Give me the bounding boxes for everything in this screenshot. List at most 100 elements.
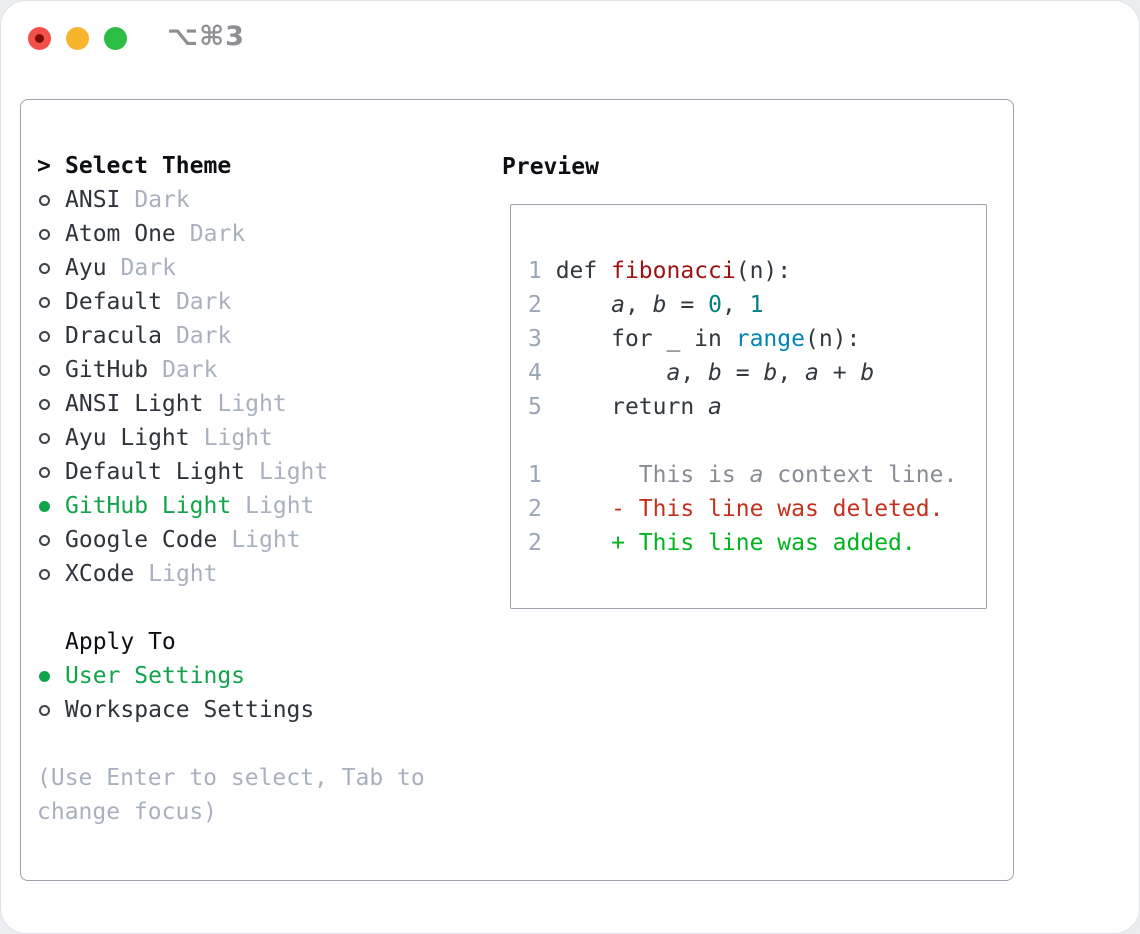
code-line: 1 This is a context line.	[528, 458, 957, 492]
theme-name: GitHub	[65, 357, 149, 383]
unsaved-dot-icon	[35, 34, 44, 43]
theme-name: Ayu	[65, 255, 107, 281]
code-token: for _ in	[541, 326, 736, 352]
code-token: (n):	[735, 258, 792, 284]
code-token: =	[666, 292, 709, 318]
theme-name: Dracula	[65, 323, 162, 349]
code-line	[528, 424, 957, 458]
radio-icon	[37, 534, 65, 546]
line-number: 2	[528, 292, 542, 318]
theme-option[interactable]: Default Light Light	[37, 455, 425, 489]
theme-variant-tag: Dark	[175, 289, 232, 315]
theme-variant-tag: Dark	[120, 255, 176, 281]
radio-icon	[37, 432, 65, 444]
radio-circle	[39, 296, 50, 308]
code-token: This is	[541, 462, 750, 488]
code-token: b	[652, 292, 667, 318]
theme-variant-tag: Light	[217, 391, 287, 417]
theme-variant-tag: Dark	[162, 357, 218, 383]
theme-variant-tag: Light	[203, 425, 273, 451]
theme-name: Atom One	[65, 221, 176, 247]
radio-circle	[39, 466, 50, 478]
code-line: 1 def fibonacci(n):	[528, 254, 957, 288]
code-token: =	[721, 360, 764, 386]
minimize-button[interactable]	[66, 27, 89, 50]
theme-option[interactable]: GitHub Dark	[37, 353, 425, 387]
titlebar: ⌥⌘3	[1, 1, 1139, 77]
close-button[interactable]	[28, 27, 51, 50]
code-line: 2 - This line was deleted.	[528, 492, 957, 526]
apply-to-option[interactable]: Workspace Settings	[37, 693, 425, 727]
code-token: def	[541, 258, 612, 284]
code-token: ,	[777, 360, 806, 386]
code-token: return	[541, 394, 709, 420]
apply-to-label: Apply To	[65, 629, 176, 655]
radio-circle	[39, 262, 50, 274]
line-number: 5	[528, 394, 542, 420]
code-token: ,	[624, 292, 653, 318]
radio-circle	[39, 534, 50, 546]
apply-to-option-name: User Settings	[65, 663, 246, 689]
radio-circle	[39, 364, 50, 376]
theme-variant-tag: Dark	[175, 323, 232, 349]
theme-name: GitHub Light	[65, 493, 232, 519]
line-number: 3	[528, 326, 542, 352]
line-number: 1	[528, 462, 542, 488]
code-token: ,	[721, 292, 750, 318]
code-token: b	[860, 360, 875, 386]
radio-icon	[37, 330, 65, 342]
radio-circle	[39, 432, 50, 444]
radio-circle	[39, 500, 50, 512]
radio-icon	[37, 364, 65, 376]
theme-variant-tag: Dark	[189, 221, 246, 247]
spacer	[37, 727, 425, 761]
theme-name: Default Light	[65, 459, 246, 485]
theme-variant-tag: Dark	[134, 187, 190, 213]
code-token: range	[735, 326, 805, 352]
code-token: b	[708, 360, 722, 386]
spacer	[37, 591, 425, 625]
theme-name: ANSI Light	[65, 391, 204, 417]
code-token	[542, 292, 611, 318]
code-token: a	[666, 360, 681, 386]
theme-variant-tag: Light	[231, 527, 301, 553]
code-token: a	[611, 292, 625, 318]
preview-title: Preview	[502, 154, 599, 180]
code-token: a	[805, 360, 819, 386]
theme-option[interactable]: ANSI Light Light	[37, 387, 425, 421]
radio-icon	[37, 194, 65, 206]
theme-option[interactable]: Atom One Dark	[37, 217, 425, 251]
radio-icon	[37, 262, 65, 274]
code-token	[542, 530, 611, 556]
theme-option[interactable]: Dracula Dark	[37, 319, 425, 353]
code-token: 0	[708, 292, 722, 318]
code-line: 2 a, b = 0, 1	[528, 288, 957, 322]
code-token: - This line was deleted.	[611, 496, 944, 522]
hint-line: (Use Enter to select, Tab to	[37, 765, 425, 791]
theme-variant-tag: Light	[259, 459, 329, 485]
radio-circle	[39, 704, 50, 716]
theme-option[interactable]: Ayu Dark	[37, 251, 425, 285]
theme-variant-tag: Light	[148, 561, 218, 587]
window-title: ⌥⌘3	[167, 21, 245, 52]
code-token: b	[763, 360, 778, 386]
theme-variant-tag: Light	[245, 493, 315, 519]
theme-option[interactable]: GitHub Light Light	[37, 489, 425, 523]
code-token: 1	[749, 292, 764, 318]
radio-icon	[37, 704, 65, 716]
radio-icon	[37, 568, 65, 580]
apply-to-option[interactable]: User Settings	[37, 659, 425, 693]
zoom-button[interactable]	[104, 27, 127, 50]
line-number: 1	[528, 258, 542, 284]
code-token: +	[818, 360, 861, 386]
code-token	[542, 496, 611, 522]
caret-glyph: >	[37, 153, 51, 179]
